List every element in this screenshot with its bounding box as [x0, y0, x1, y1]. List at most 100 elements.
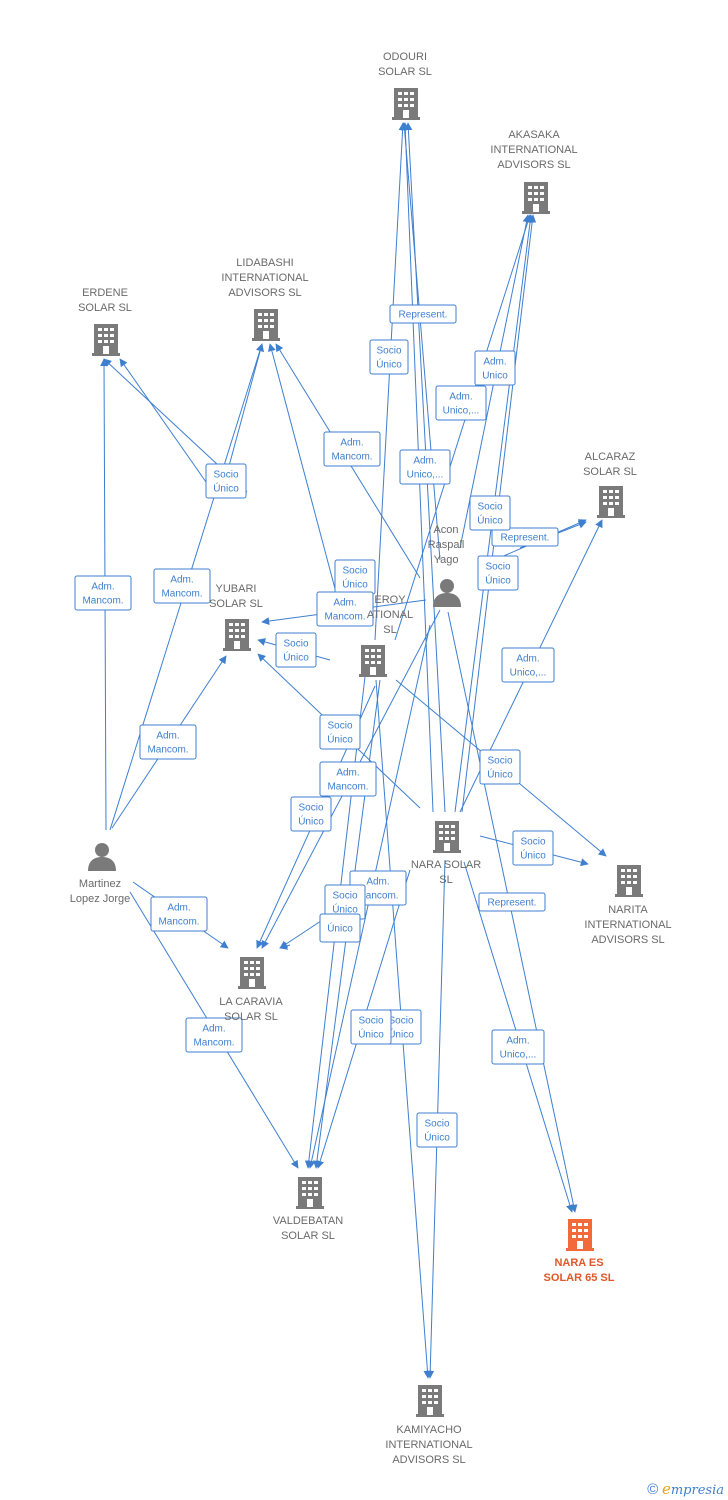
edge-label-text: Único [327, 733, 353, 746]
edge-label[interactable]: Adm.Mancom. [185, 1017, 243, 1053]
edge-label-text: Adm. [167, 903, 190, 914]
edge-label-text: Único [487, 768, 513, 781]
edge-label[interactable]: Adm.Mancom. [319, 761, 377, 797]
person-icon [433, 579, 461, 607]
edge-label-box [319, 913, 361, 943]
edge-label-text: Socio [487, 756, 512, 767]
node-label: Yago [434, 554, 459, 566]
edge-label-box [323, 431, 381, 467]
edge-label[interactable]: Adm. Mancom. [316, 591, 374, 627]
edge-label-text: Socio [477, 502, 502, 513]
edge-label-box [491, 527, 559, 547]
edge-label-box [435, 385, 487, 421]
edge-label-text: Mancom. [193, 1038, 234, 1049]
company-building-icon [92, 324, 120, 356]
relationship-edge [447, 611, 578, 1213]
edge-label[interactable]: Adm. Unico,... [399, 449, 451, 485]
node-label: SOLAR SL [78, 302, 132, 314]
edge-label[interactable]: Adm.Unico,... [435, 385, 487, 421]
edge-label-box [205, 463, 247, 499]
edge-label-box [369, 339, 409, 375]
company-building-icon [416, 1385, 444, 1417]
node-label: Acon [433, 524, 458, 536]
node-label: SOLAR SL [378, 66, 432, 78]
edge-label-text: Socio [520, 837, 545, 848]
brand-logo-initial: e [661, 1480, 671, 1498]
edge-label-box [491, 1029, 545, 1065]
node-label: NARITA [608, 904, 648, 916]
edge-label[interactable]: Represent. [478, 892, 546, 912]
copyright-icon: © [647, 1481, 659, 1498]
edge-label-text: Socio [332, 891, 357, 902]
edge-label-box [474, 350, 516, 386]
edge-label[interactable]: Adm. Mancom. [150, 896, 208, 932]
edge-label-text: Represent. [488, 898, 537, 909]
edge-label-text: Mancom. [158, 917, 199, 928]
company-building-icon [522, 182, 550, 214]
relationship-edge [374, 122, 407, 641]
node-label: ALCARAZ [585, 451, 636, 463]
edge-label[interactable]: Adm.Mancom. [153, 568, 211, 604]
edge-label[interactable]: Adm.Mancom. [323, 431, 381, 467]
node-label: INTERNATIONAL [490, 144, 577, 156]
edge-label-text: Socio [388, 1016, 413, 1027]
edge-label-text: Mancom. [324, 612, 365, 623]
edge-label-text: Unico,... [407, 470, 444, 481]
edge-label-box [290, 796, 332, 832]
edge-label-box [139, 724, 197, 760]
node-label: INTERNATIONAL [385, 1439, 472, 1451]
company-building-icon [615, 865, 643, 897]
edge-label[interactable]: Represent. [389, 304, 457, 324]
edge-label-box [319, 714, 361, 750]
empresia-footer[interactable]: © empresia [647, 1480, 724, 1498]
edge-label-text: Adm. [333, 598, 356, 609]
edge-label[interactable]: Adm.Mancom. [74, 575, 132, 611]
edge-label-text: Mancom. [82, 596, 123, 607]
edge-label[interactable]: Adm.Unico [474, 350, 516, 386]
edge-label[interactable]: Único [319, 913, 361, 943]
node-label: ADVISORS SL [591, 934, 664, 946]
node-label: YUBARI [216, 583, 257, 595]
edge-label-box [477, 555, 519, 591]
edge-label-box [512, 830, 554, 866]
relationship-edge [267, 343, 339, 601]
edge-label-text: Adm. [506, 1036, 529, 1047]
edge-label[interactable]: Represent. [491, 527, 559, 547]
node-label: SOLAR SL [281, 1230, 335, 1242]
edge-label[interactable]: Adm.Unico,... [501, 647, 555, 683]
edge-label[interactable]: Adm.Unico,... [491, 1029, 545, 1065]
edge-label-text: Adm. [413, 456, 436, 467]
node-label: SL [383, 624, 396, 636]
edge-label[interactable]: Adm.Mancom. [139, 724, 197, 760]
